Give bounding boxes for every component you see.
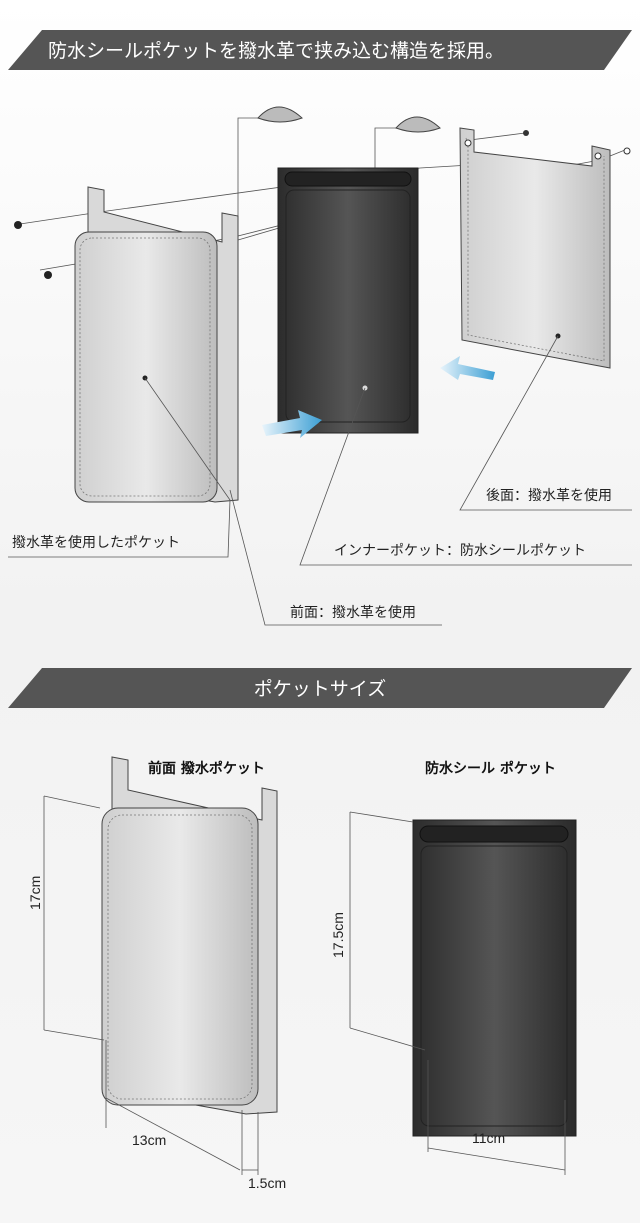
front-leather-pocket [74, 186, 239, 503]
label-front: 前面：撥水革を使用 [290, 604, 416, 621]
structure-banner-text: 防水シールポケットを撥水革で挟み込む構造を採用。 [48, 40, 504, 62]
waterproof-dimension-lines [349, 811, 566, 1175]
inner-waterproof-pocket [277, 167, 419, 434]
label-inner: インナーポケット：防水シールポケット [334, 543, 586, 559]
waterproof-pocket-size-drawing [412, 819, 577, 1137]
waterproof-width-label: 11cm [472, 1130, 505, 1146]
size-banner: ポケットサイズ [8, 668, 632, 708]
back-leather-panel [459, 127, 611, 369]
front-pocket-title: 前面 撥水ポケット [148, 760, 265, 777]
arrow-left-icon [440, 356, 495, 380]
front-pocket-dimension-lines [43, 795, 259, 1175]
arrow-right-icon [262, 410, 322, 438]
callout-lines [8, 335, 632, 626]
label-pocket: 撥水革を使用したポケット [12, 534, 180, 551]
size-banner-text: ポケットサイズ [254, 678, 386, 700]
front-width-label: 13cm [132, 1132, 166, 1148]
waterproof-pocket-title: 防水シール ポケット [425, 760, 556, 777]
front-height-label: 17cm [27, 876, 43, 910]
structure-banner: 防水シールポケットを撥水革で挟み込む構造を採用。 [8, 30, 632, 70]
front-pocket-size-drawing [101, 756, 278, 1115]
screw-icons [14, 106, 631, 279]
label-back: 後面：撥水革を使用 [486, 487, 612, 504]
front-depth-label: 1.5cm [248, 1175, 286, 1191]
waterproof-height-label: 17.5cm [330, 912, 346, 958]
